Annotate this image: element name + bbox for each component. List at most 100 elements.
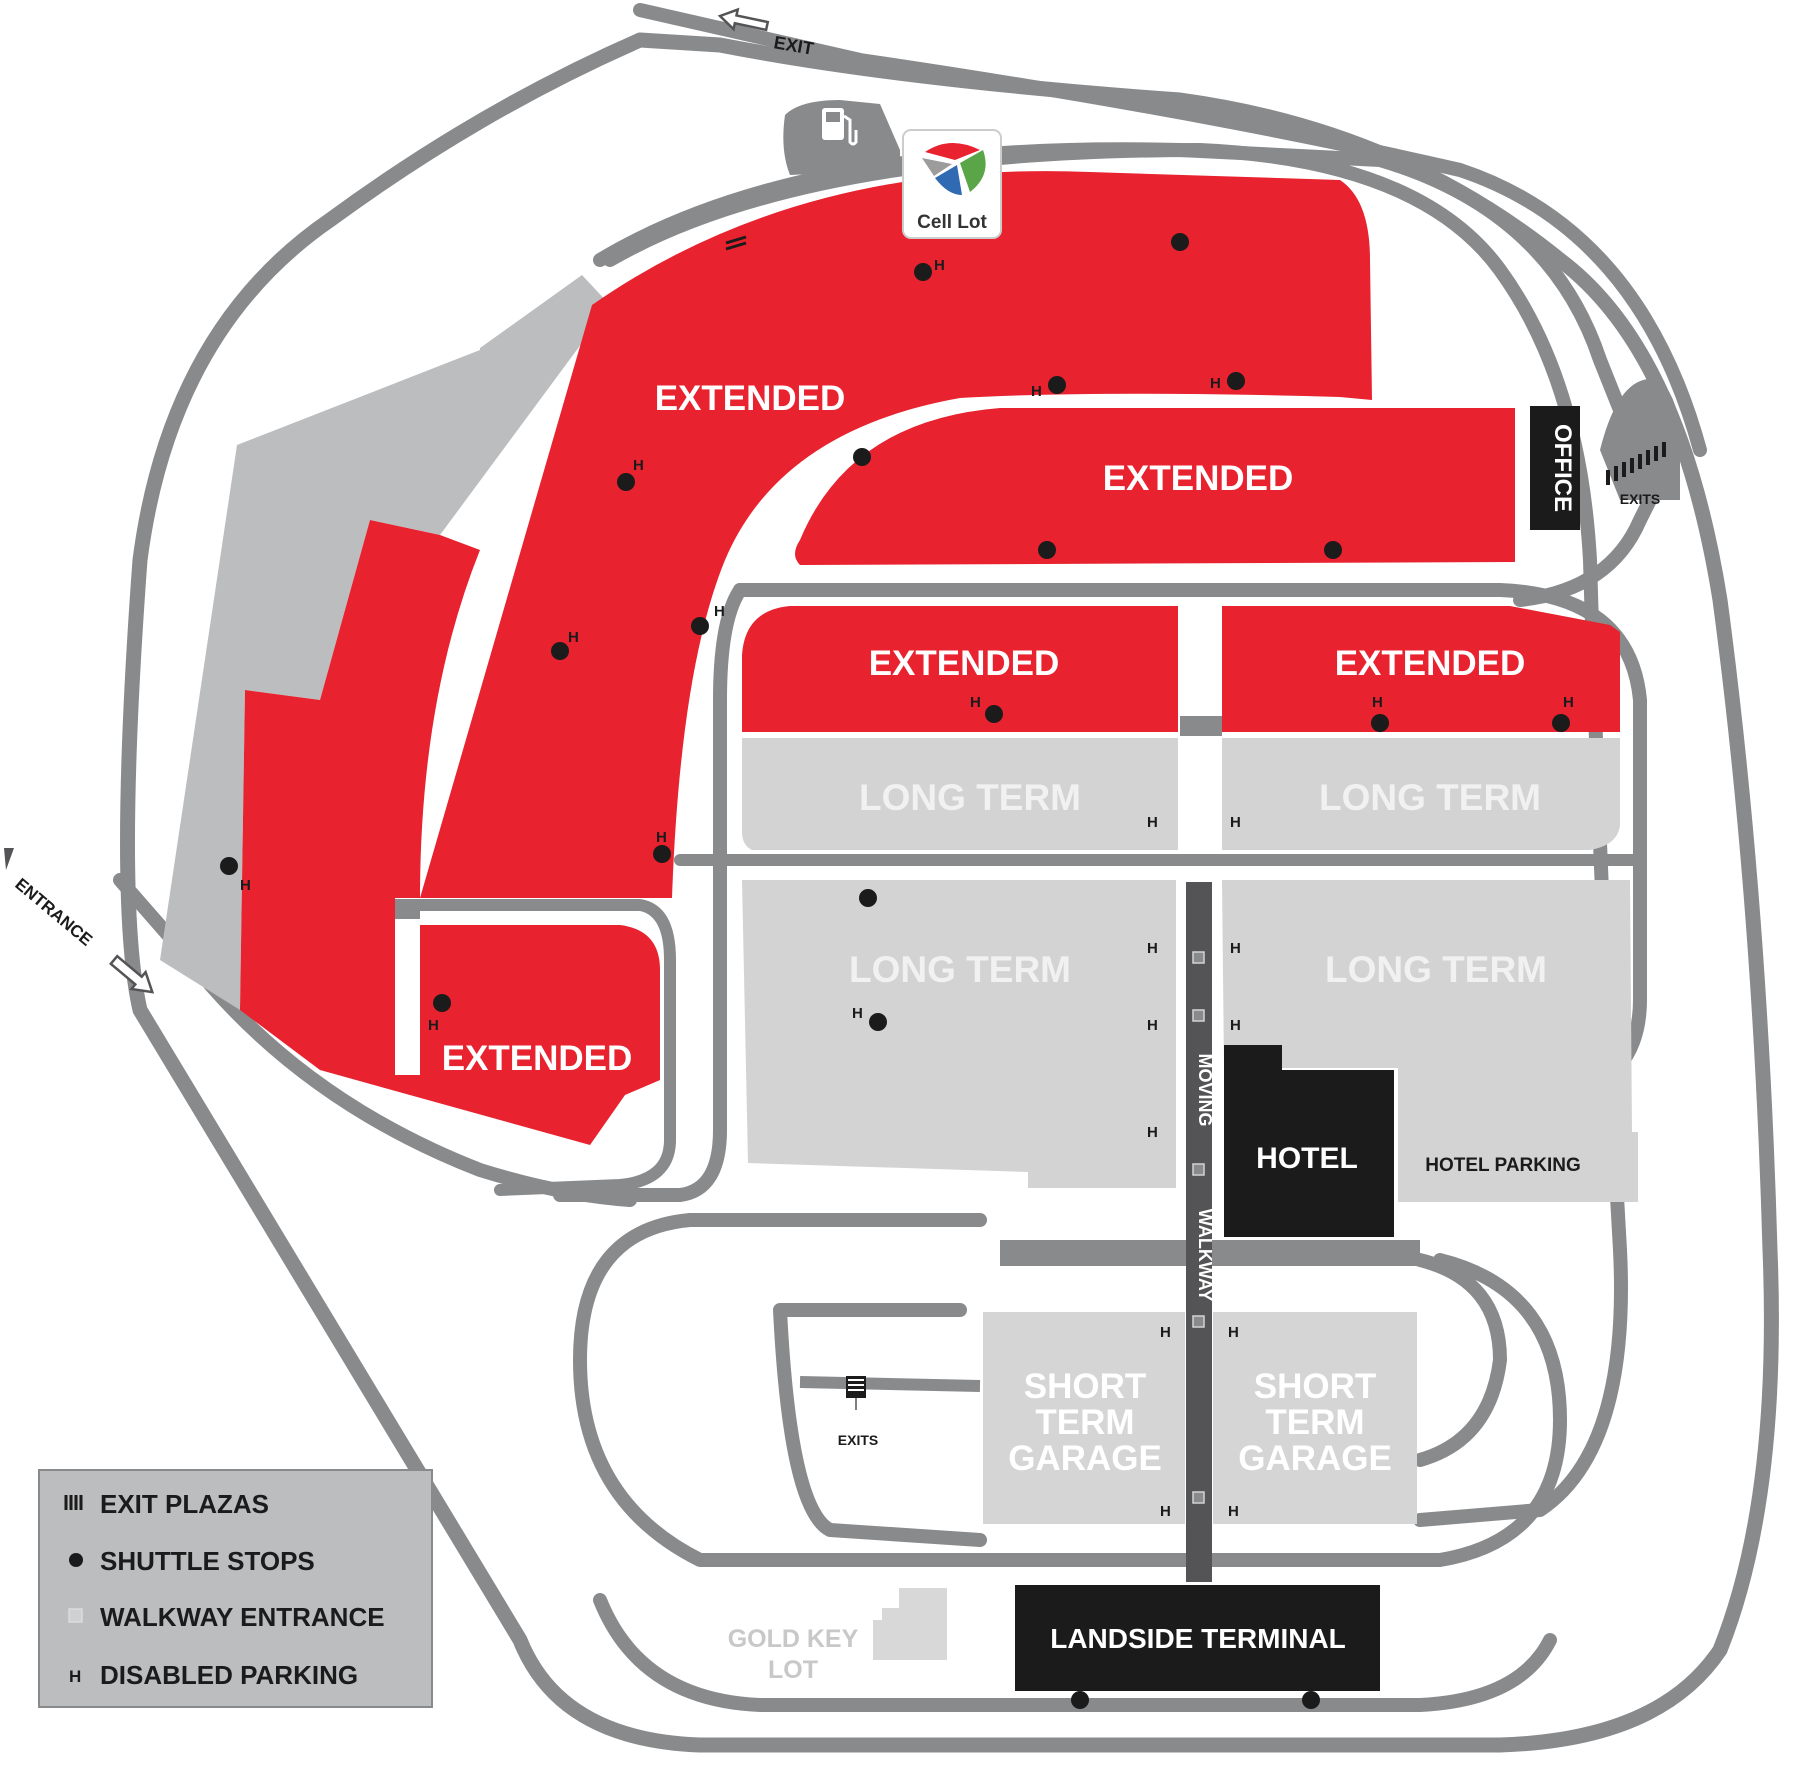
walkway-entrance-icon [1192, 1315, 1205, 1328]
landside-terminal-building [1015, 1585, 1380, 1691]
road-connector-left [390, 903, 420, 919]
svg-text:GARAGE: GARAGE [1238, 1439, 1392, 1478]
legend-label-exit-plazas: EXIT PLAZAS [100, 1489, 269, 1519]
disabled-parking-icon: H [1228, 1324, 1239, 1341]
shuttle-stop-icon [914, 263, 932, 281]
svg-text:TERM: TERM [1265, 1403, 1364, 1442]
shuttle-stop-icon [859, 889, 877, 907]
disabled-parking-icon: H [1230, 940, 1241, 957]
long-term-label-ne: LONG TERM [1319, 777, 1541, 818]
long-term-lot-ne [1222, 738, 1620, 850]
shuttle-stop-icon [1302, 1691, 1320, 1709]
disabled-parking-icon: H [1031, 383, 1042, 400]
moving-walkway-label-1: MOVING [1195, 1053, 1215, 1126]
shuttle-stop-icon [853, 448, 871, 466]
disabled-parking-icon: H [1160, 1324, 1171, 1341]
entrance-label: ENTRANCE [11, 875, 96, 950]
exit-plaza-icon [64, 1495, 83, 1510]
long-term-lot-nw [742, 738, 1178, 850]
disabled-parking-icon: H [1147, 1017, 1158, 1034]
east-garage-road [1413, 1253, 1507, 1467]
shuttle-stop-icon [1038, 541, 1056, 559]
disabled-parking-icon: H [1228, 1503, 1239, 1520]
hotel-building [1224, 1045, 1394, 1237]
terminal-road [593, 1593, 1557, 1712]
svg-text:SHORT: SHORT [1254, 1367, 1377, 1406]
shuttle-stop-icon [1071, 1691, 1089, 1709]
disabled-parking-icon: H [1147, 940, 1158, 957]
legend-label-disabled-parking: DISABLED PARKING [100, 1660, 358, 1690]
long-term-lot-sw [742, 880, 1176, 1188]
extended-label-north: EXTENDED [655, 379, 846, 418]
disabled-parking-icon: H [428, 1017, 439, 1034]
walkway-entrance-icon [1192, 1163, 1205, 1176]
shuttle-stop-icon [1048, 376, 1066, 394]
road-connector-mid [1180, 716, 1222, 736]
bottom-loop-road [573, 1213, 1567, 1567]
short-term-garage-west-label: SHORT TERM GARAGE [1008, 1367, 1162, 1478]
office-exit-island [1600, 378, 1680, 500]
extended-lot-north-east [795, 408, 1515, 565]
shuttle-stop-icon [433, 994, 451, 1012]
entrance-triangle-icon [4, 848, 14, 870]
gold-key-lot-label: GOLD KEY LOT [728, 1625, 859, 1684]
disabled-parking-icon: H [934, 257, 945, 274]
disabled-parking-icon: H [633, 457, 644, 474]
long-term-label-sw: LONG TERM [849, 949, 1071, 990]
shuttle-stop-icon [985, 705, 1003, 723]
gas-station-icon [822, 108, 858, 146]
shuttle-stop-icon [617, 473, 635, 491]
shuttle-stop-icon [869, 1013, 887, 1031]
road-upper-extended [593, 142, 1647, 467]
svg-text:GOLD KEY: GOLD KEY [728, 1625, 859, 1653]
garage-loop-road [773, 1303, 987, 1547]
hotel-label: HOTEL [1256, 1142, 1358, 1175]
disabled-parking-icon: H [1372, 694, 1383, 711]
shuttle-stop-icon [220, 857, 238, 875]
long-term-lot-se [1222, 880, 1632, 1132]
shuttle-stop-icon [653, 845, 671, 863]
left-connector-road [384, 899, 676, 1196]
shuttle-stop-icon [551, 642, 569, 660]
cell-lot-label: Cell Lot [917, 212, 987, 233]
extended-label-north-east: EXTENDED [1103, 459, 1294, 498]
moving-walkway-label-2: WALKWAY [1195, 1209, 1215, 1301]
exits-label-office: EXITS [1620, 491, 1660, 507]
disabled-parking-icon: H [240, 877, 251, 894]
exit-plaza-icon-office [1606, 442, 1666, 485]
long-term-label-nw: LONG TERM [859, 777, 1081, 818]
disabled-parking-icon: H [714, 603, 725, 620]
shuttle-stop-icon [1552, 714, 1570, 732]
exit-road-top [633, 3, 1707, 457]
disabled-parking-icon: H [568, 629, 579, 646]
disabled-parking-icon: H [1147, 814, 1158, 831]
shuttle-stop-icon [1371, 714, 1389, 732]
short-term-garage-east [1213, 1312, 1417, 1524]
shuttle-stop-icon [1171, 233, 1189, 251]
walkway-entrance-icon [1192, 951, 1205, 964]
svg-text:GARAGE: GARAGE [1008, 1439, 1162, 1478]
extended-lot-mid-west [742, 606, 1178, 732]
legend-label-walkway-entrance: WALKWAY ENTRANCE [100, 1602, 385, 1632]
road-network [113, 3, 1779, 1753]
overflow-lot-gray [160, 275, 610, 1010]
extended-lot-north [240, 171, 1372, 1145]
shuttle-stops [220, 233, 1570, 1709]
exit-plaza-icon-garage [799, 1376, 981, 1410]
disabled-parking-icon: H [1230, 814, 1241, 831]
cell-lot-logo-icon [902, 129, 1002, 239]
disabled-parking-icon: H [656, 829, 667, 846]
exits-label-garage: EXITS [838, 1432, 878, 1448]
office-building [1530, 406, 1580, 530]
legend-label-shuttle-stops: SHUTTLE STOPS [100, 1546, 315, 1576]
short-term-garage-east-label: SHORT TERM GARAGE [1238, 1367, 1392, 1478]
west-core-road [553, 583, 747, 1202]
shuttle-stop-icon [691, 617, 709, 635]
map-legend: EXIT PLAZAS SHUTTLE STOPS WALKWAY ENTRAN… [38, 1469, 433, 1708]
office-road [1513, 433, 1687, 607]
extended-label-mid-west: EXTENDED [869, 644, 1060, 683]
landside-terminal-label: LANDSIDE TERMINAL [1050, 1623, 1346, 1654]
shuttle-stop-icon [1324, 541, 1342, 559]
moving-walkway [1186, 882, 1212, 1582]
entrance-arrow-icon [109, 954, 155, 994]
